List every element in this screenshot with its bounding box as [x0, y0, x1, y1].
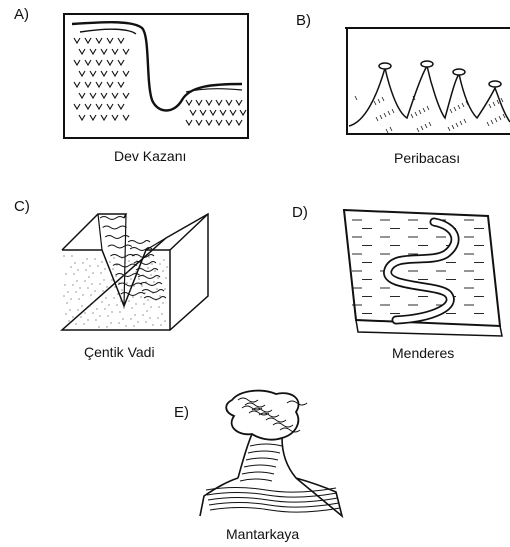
mantarkaya-illustration [196, 386, 346, 520]
panel-a-letter: A) [14, 6, 29, 23]
panel-c-caption: Çentik Vadi [84, 344, 155, 360]
panel-d-caption: Menderes [392, 345, 454, 361]
panel-e-letter: E) [174, 404, 189, 421]
panel-a-caption: Dev Kazanı [114, 148, 186, 164]
menderes-illustration [338, 208, 504, 340]
dev-kazani-illustration [62, 12, 252, 142]
centik-vadi-illustration [58, 206, 218, 334]
panel-c-letter: C) [14, 198, 30, 215]
panel-b-letter: B) [296, 12, 311, 29]
peribacasi-illustration [345, 26, 510, 138]
panel-d-letter: D) [292, 204, 308, 221]
panel-e-caption: Mantarkaya [226, 526, 299, 542]
panel-b-caption: Peribacası [394, 150, 460, 166]
